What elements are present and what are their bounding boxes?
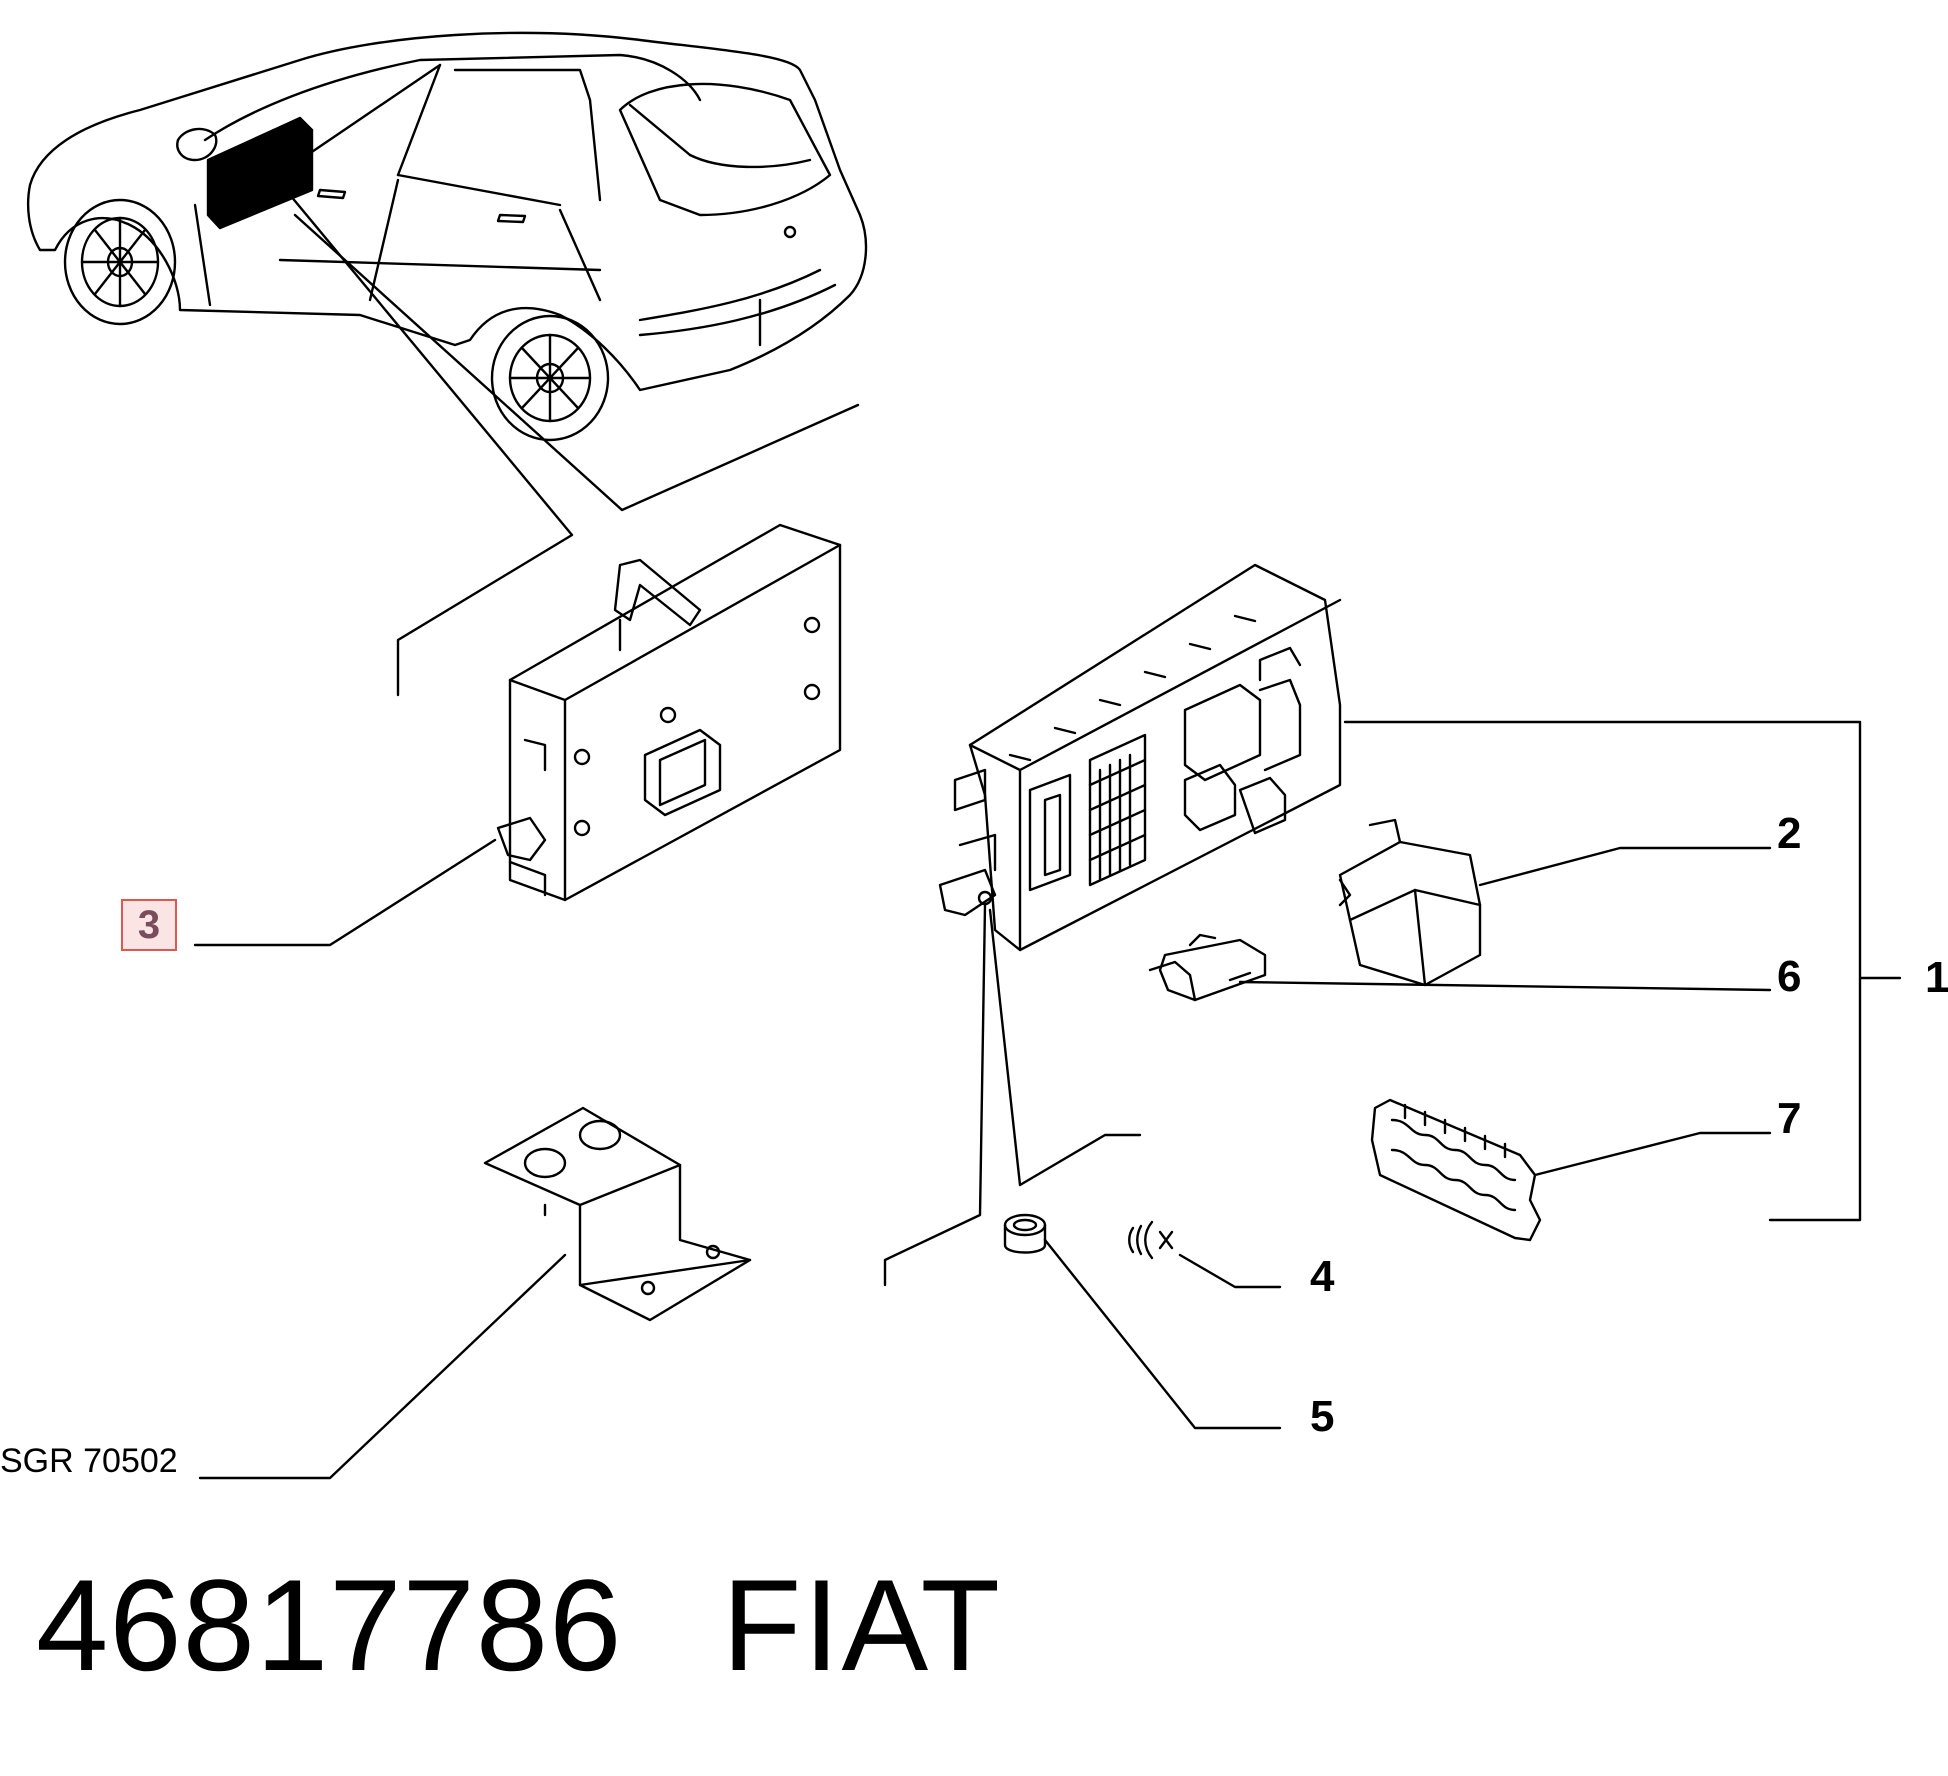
- leader-sgr: [198, 1253, 567, 1480]
- mounting-bracket: [483, 1106, 752, 1322]
- cable-clip-item-7: [1370, 1098, 1542, 1242]
- relay-item-2: [1338, 818, 1482, 987]
- leader-1: [1343, 720, 1902, 1222]
- leader-3: [193, 838, 497, 947]
- callout-1: 1: [1925, 953, 1948, 1002]
- part-number: 46817786: [36, 1552, 623, 1698]
- callout-6: 6: [1777, 952, 1802, 1001]
- leader-2: [1478, 846, 1772, 887]
- car-illustration: [26, 31, 868, 442]
- leader-7: [1533, 1131, 1772, 1177]
- callout-4: 4: [1310, 1252, 1335, 1301]
- callout-3-highlighted[interactable]: 3: [121, 899, 177, 951]
- callout-7: 7: [1777, 1094, 1802, 1143]
- leader-4: [1178, 1253, 1282, 1289]
- module-item-3: [496, 523, 842, 902]
- screw-item-4: [1128, 1220, 1174, 1260]
- fuse-box-item-1: [938, 563, 1342, 952]
- leader-4-5-group: [883, 903, 987, 1287]
- reference-code: SGR 70502: [0, 1442, 178, 1480]
- leader-5: [1043, 1238, 1282, 1430]
- fuse-item-6: [1148, 933, 1267, 1002]
- leader-6: [1238, 980, 1772, 992]
- callout-5: 5: [1310, 1392, 1335, 1441]
- leader-4-5-group-b: [988, 908, 1142, 1187]
- car-leader-lines: [288, 193, 860, 697]
- grommet-item-5: [1003, 1213, 1047, 1254]
- callout-2: 2: [1777, 809, 1802, 858]
- brand-name: FIAT: [722, 1552, 1002, 1698]
